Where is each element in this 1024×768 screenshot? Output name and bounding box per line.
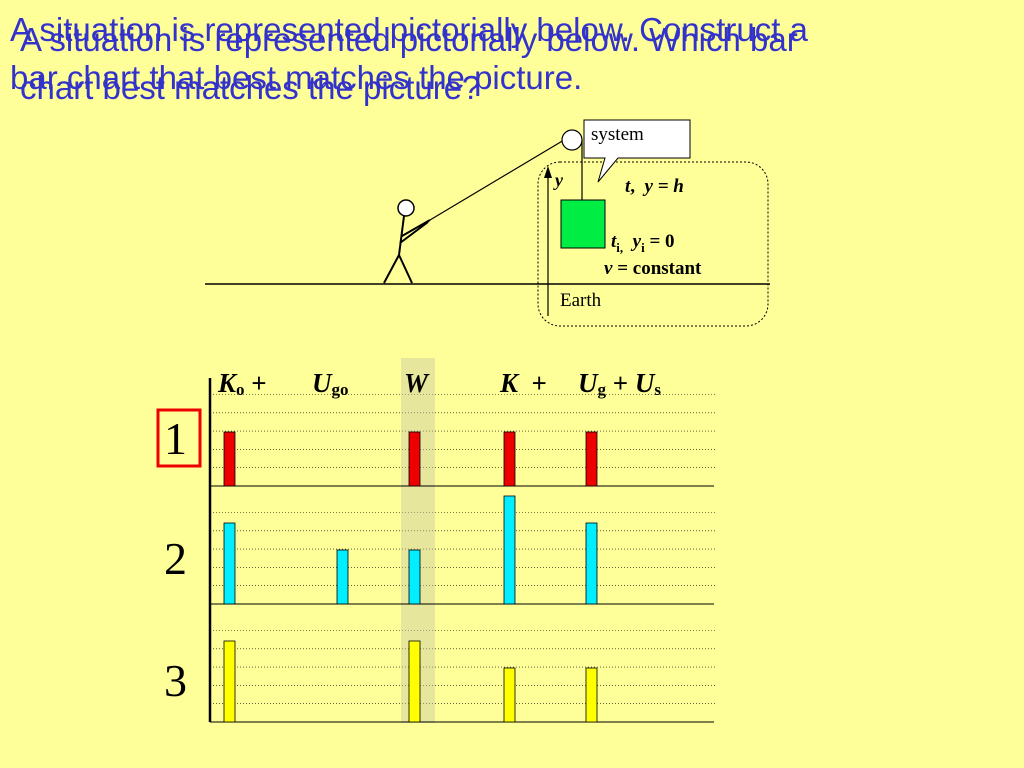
header-us-sub: s <box>654 380 662 399</box>
bar-row2-w <box>408 549 421 605</box>
title-overlay-line-2: chart best matches the picture? <box>20 69 481 106</box>
figure-arm <box>401 219 431 237</box>
header-ko-k: K <box>218 368 237 398</box>
initial-y-sub: i <box>641 239 645 255</box>
initial-t-sub: i, <box>616 239 624 255</box>
header-ug-sub: g <box>597 380 607 399</box>
header-w: W <box>404 368 429 398</box>
final-state-label: t, y = h <box>625 176 684 197</box>
header-ugo: Ugo <box>312 368 349 400</box>
selected-row-marker <box>156 408 202 468</box>
system-label: system <box>591 124 644 145</box>
rope <box>429 139 565 221</box>
bar-row2-ugo <box>336 549 349 605</box>
velocity-eq: = constant <box>617 258 702 279</box>
header-k-k: K <box>500 368 519 398</box>
bar-row1-w <box>408 431 421 487</box>
y-axis-label: y <box>555 170 563 190</box>
lifted-box <box>560 199 606 249</box>
bar-row1-k <box>503 431 516 487</box>
bar-row1-ko <box>223 431 236 487</box>
header-ug-u: U <box>578 368 598 398</box>
initial-t: t <box>611 231 617 252</box>
system-callout <box>583 119 691 183</box>
initial-state-label: ti, yi = 0 <box>611 231 675 256</box>
title-line-2: bar chart that best matches the picture. <box>10 59 583 96</box>
bar-row3-ko <box>223 640 236 723</box>
initial-eq: = 0 <box>649 231 675 252</box>
header-ug-us: Ug + Us <box>578 368 661 400</box>
figure-leg-left <box>383 254 400 284</box>
figure-body <box>398 215 405 256</box>
header-ko-sub: o <box>236 380 245 399</box>
header-k: K + <box>500 368 547 399</box>
header-plus-2: + <box>531 368 547 398</box>
system-boundary <box>537 161 769 327</box>
velocity-label: v = constant <box>604 258 701 280</box>
figure-leg-right <box>398 254 413 284</box>
header-ko: Ko + <box>218 368 267 400</box>
figure-arm-2 <box>399 221 429 244</box>
bar-row3-ug <box>585 667 598 723</box>
initial-y: y <box>632 231 642 252</box>
bar-row1-ug <box>585 431 598 487</box>
velocity-v: v <box>604 258 613 279</box>
row-label-3[interactable]: 3 <box>164 655 187 706</box>
earth-label: Earth <box>560 290 602 311</box>
header-plus-1: + <box>251 368 267 398</box>
bar-row2-ug <box>585 522 598 605</box>
bar-row3-k <box>503 667 516 723</box>
header-plus-3: + <box>612 368 629 398</box>
row-label-1[interactable]: 1 <box>164 413 187 464</box>
figure-head <box>397 199 415 217</box>
final-t: t <box>625 176 631 197</box>
header-ugo-sub: go <box>331 380 349 399</box>
chart-bars <box>223 431 598 723</box>
bar-row2-ko <box>223 522 236 605</box>
title-line-1: A situation is represented pictorially b… <box>10 11 808 48</box>
bar-row3-w <box>408 640 421 723</box>
final-eq: y = h <box>644 176 684 197</box>
header-ugo-u: U <box>312 368 332 398</box>
title-overlay-line-1: A situation is represented pictorially b… <box>20 21 798 58</box>
header-us-u: U <box>634 368 655 398</box>
stick-figure <box>383 199 431 284</box>
bar-row2-k <box>503 495 516 605</box>
pulley <box>561 129 583 151</box>
y-axis-arrow <box>544 166 552 178</box>
row-label-2[interactable]: 2 <box>164 533 187 584</box>
chart-grid <box>213 394 716 705</box>
